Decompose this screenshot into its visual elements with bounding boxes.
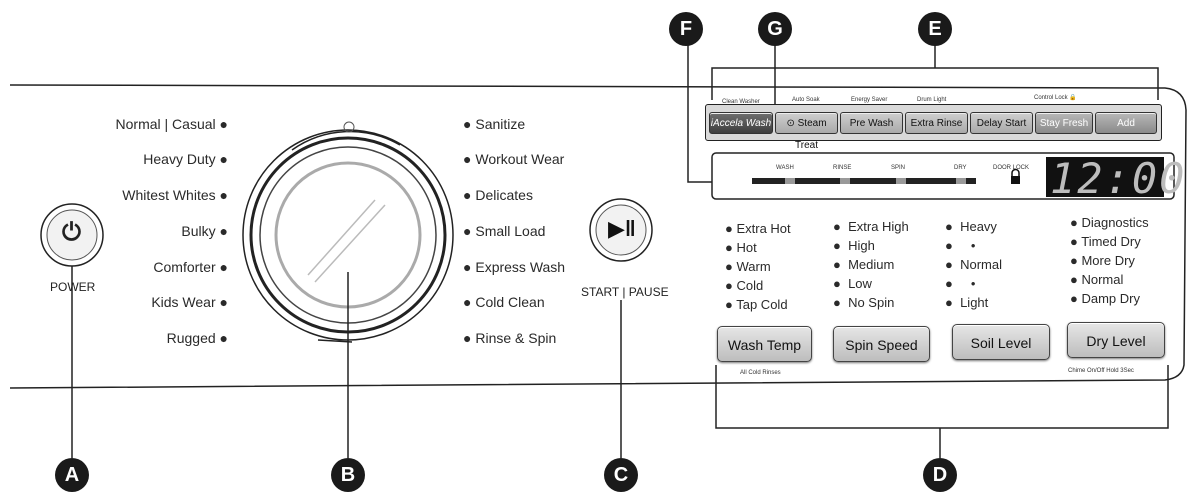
- label-control-lock: Control Lock 🔒: [1034, 95, 1077, 101]
- cycle-whitest-whites[interactable]: Whitest Whites ●: [122, 187, 228, 203]
- callout-a: A: [55, 458, 89, 492]
- cycle-rinse-spin[interactable]: ● Rinse & Spin: [463, 330, 557, 346]
- cycle-rugged[interactable]: Rugged ●: [166, 330, 228, 346]
- cycle-workout-wear[interactable]: ● Workout Wear: [463, 151, 565, 167]
- label-drum-light: Drum Light: [917, 97, 947, 103]
- callout-c: C: [604, 458, 638, 492]
- spin-extra-high: ● Extra High: [833, 219, 909, 234]
- wash-temp-hot: ● Hot: [725, 240, 757, 255]
- wash-temp-extra-hot: ● Extra Hot: [725, 221, 791, 236]
- soil-dot-1: ● •: [945, 238, 976, 253]
- callout-e: E: [918, 12, 952, 46]
- soil-dot-2: ● •: [945, 276, 976, 291]
- start-pause-label: START | PAUSE: [581, 285, 669, 299]
- delay-start-button[interactable]: Delay Start: [970, 112, 1033, 134]
- all-cold-rinses-label: All Cold Rinses: [740, 370, 781, 376]
- stay-fresh-button[interactable]: Stay Fresh: [1035, 112, 1093, 134]
- stage-rinse-label: RINSE: [833, 165, 852, 171]
- spin-low: ● Low: [833, 276, 872, 291]
- play-pause-icon[interactable]: ▶‖: [608, 216, 636, 241]
- wash-temp-cold: ● Cold: [725, 278, 764, 293]
- spin-speed-button[interactable]: Spin Speed: [833, 326, 930, 362]
- door-lock-label: DOOR LOCK: [993, 165, 1030, 171]
- spin-high: ● High: [833, 238, 875, 253]
- dry-damp-dry: ● Damp Dry: [1070, 291, 1140, 306]
- power-icon[interactable]: ⏻: [62, 219, 81, 246]
- soil-light: ● Light: [945, 295, 989, 310]
- spin-no-spin: ● No Spin: [833, 295, 895, 310]
- extra-rinse-button[interactable]: Extra Rinse: [905, 112, 968, 134]
- dry-level-button[interactable]: Dry Level: [1067, 322, 1165, 358]
- soil-heavy: ● Heavy: [945, 219, 997, 234]
- soil-level-button[interactable]: Soil Level: [952, 324, 1050, 360]
- label-auto-soak: Auto Soak: [792, 97, 820, 103]
- time-readout: 12:00: [1050, 154, 1187, 203]
- label-energy-saver: Energy Saver: [851, 97, 888, 103]
- add-garments-button[interactable]: Add Garments: [1095, 112, 1157, 151]
- cycle-kids-wear[interactable]: Kids Wear ●: [151, 294, 228, 310]
- dry-timed-dry: ● Timed Dry: [1070, 234, 1141, 249]
- callout-d: D: [923, 458, 957, 492]
- soil-normal: ● Normal: [945, 257, 1002, 272]
- power-label: POWER: [50, 280, 96, 294]
- stage-wash-label: WASH: [776, 165, 794, 171]
- cycle-express-wash[interactable]: ● Express Wash: [463, 259, 566, 275]
- cycle-delicates[interactable]: ● Delicates: [463, 187, 533, 203]
- callout-g: G: [758, 12, 792, 46]
- wash-temp-tap-cold: ● Tap Cold: [725, 297, 788, 312]
- steam-treat-button[interactable]: ⊙ Steam Treat: [775, 112, 838, 151]
- cycle-cold-clean[interactable]: ● Cold Clean: [463, 294, 545, 310]
- cycle-small-load[interactable]: ● Small Load: [463, 223, 546, 239]
- wash-temp-warm: ● Warm: [725, 259, 771, 274]
- iaccela-wash-button[interactable]: iAccela Wash: [709, 112, 773, 134]
- cycle-sanitize[interactable]: ● Sanitize: [463, 116, 526, 132]
- lock-icon: [1011, 168, 1020, 184]
- cycle-bulky[interactable]: Bulky ●: [181, 223, 228, 239]
- time-display: [1046, 157, 1164, 197]
- pre-wash-button[interactable]: Pre Wash: [840, 112, 903, 134]
- cycle-normal-casual[interactable]: Normal | Casual ●: [115, 116, 228, 132]
- callout-f: F: [669, 12, 703, 46]
- stage-spin-label: SPIN: [891, 165, 906, 171]
- wash-temp-button[interactable]: Wash Temp: [717, 326, 812, 362]
- cycle-comforter[interactable]: Comforter ●: [153, 259, 228, 275]
- label-clean-washer: Clean Washer: [722, 99, 760, 105]
- callout-b: B: [331, 458, 365, 492]
- stage-dry-label: DRY: [954, 165, 967, 171]
- dry-more-dry: ● More Dry: [1070, 253, 1135, 268]
- dry-normal: ● Normal: [1070, 272, 1124, 287]
- spin-medium: ● Medium: [833, 257, 895, 272]
- panel-outline: [9, 84, 1187, 389]
- dry-diagnostics: ● Diagnostics: [1070, 215, 1149, 230]
- cycle-heavy-duty[interactable]: Heavy Duty ●: [143, 151, 228, 167]
- chime-hold-label: Chime On/Off Hold 3Sec: [1068, 368, 1134, 374]
- lock-icon: 🔒: [1069, 95, 1077, 101]
